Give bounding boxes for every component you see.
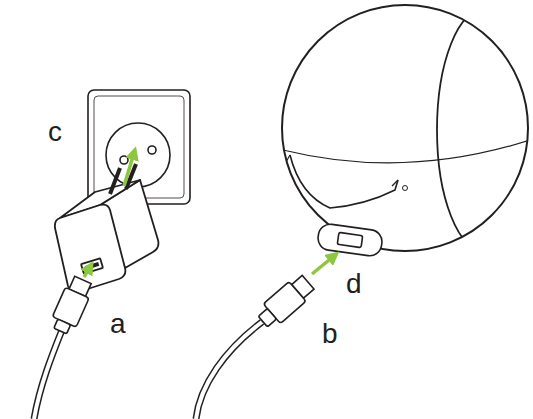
callout-letter: a <box>110 310 126 338</box>
insert-arrow-b <box>312 256 334 274</box>
cable-b <box>196 322 262 419</box>
power-adapter <box>55 164 159 292</box>
insert-arrow-a <box>84 267 90 277</box>
plug-in-arrow <box>124 153 134 186</box>
callout-letter: b <box>322 320 338 348</box>
cable-a-fill <box>34 330 62 419</box>
callout-letter: d <box>346 270 362 298</box>
cable-a <box>34 330 62 419</box>
usb-plug-b <box>254 272 316 331</box>
callout-letter: c <box>48 118 62 146</box>
device <box>282 5 533 257</box>
cable-b-fill <box>196 322 262 419</box>
usb-plug-a <box>48 275 95 337</box>
